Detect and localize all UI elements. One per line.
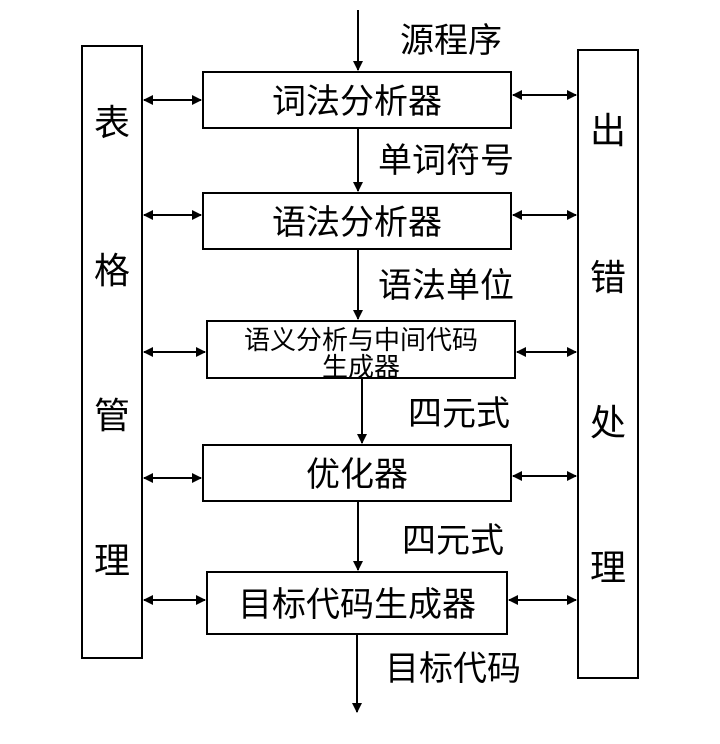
code-generator-box [206, 571, 508, 635]
error-handling-char-1: 出 [590, 111, 626, 152]
table-management-char-4: 理 [94, 541, 130, 582]
stage-semantic-analyzer: 语义分析与中间代码 生成器 [206, 320, 516, 383]
table-management-char-3: 管 [94, 396, 130, 437]
stage-code-generator: 目标代码生成器 [206, 571, 508, 635]
flow-label-syntax-unit: 语法单位 [378, 266, 514, 306]
table-management-char-1: 表 [94, 103, 130, 144]
flow-label-quad-2: 四元式 [402, 521, 504, 561]
stage-syntax-analyzer: 语法分析器 [202, 192, 512, 250]
code-generator-label: 目标代码生成器 [238, 585, 476, 625]
error-handling-panel: 出 错 处 理 [577, 49, 639, 679]
error-handling-char-4: 理 [590, 548, 626, 589]
optimizer-box [202, 444, 512, 502]
table-management-box [81, 45, 143, 659]
error-handling-char-3: 处 [590, 403, 626, 444]
flow-label-quad-1: 四元式 [408, 394, 510, 434]
optimizer-label: 优化器 [306, 455, 408, 495]
lexical-analyzer-label: 词法分析器 [272, 82, 442, 122]
error-handling-box [577, 49, 639, 679]
output-label: 目标代码 [385, 649, 521, 689]
syntax-analyzer-label: 语法分析器 [272, 203, 442, 243]
error-handling-char-2: 错 [590, 258, 626, 299]
table-management-panel: 表 格 管 理 [81, 45, 143, 659]
syntax-analyzer-box [202, 192, 512, 250]
flow-label-token: 单词符号 [378, 141, 514, 181]
table-management-char-2: 格 [94, 251, 130, 292]
stage-optimizer: 优化器 [202, 444, 512, 502]
stage-lexical-analyzer: 词法分析器 [202, 71, 512, 129]
input-label: 源程序 [400, 21, 502, 61]
semantic-analyzer-label-line1: 语义分析与中间代码 [244, 326, 478, 356]
